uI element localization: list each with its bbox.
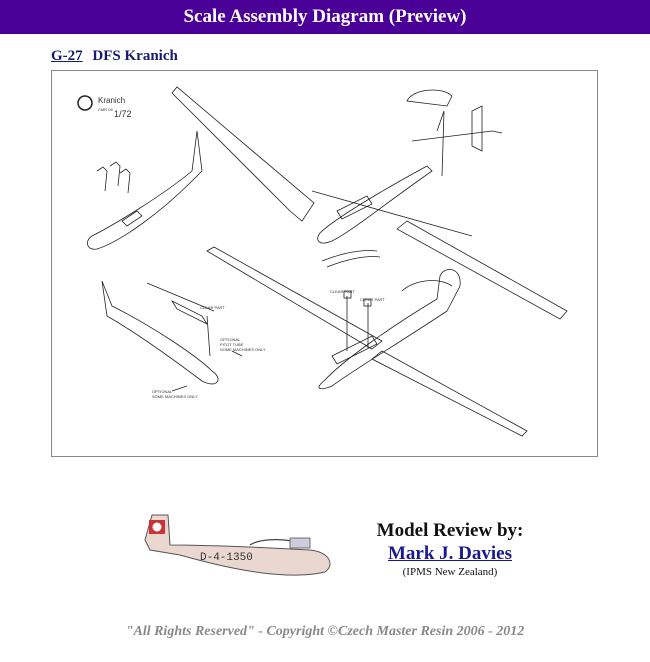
svg-text:1/72: 1/72 [114,109,132,119]
page-header: Scale Assembly Diagram (Preview) [0,0,650,34]
svg-text:OPTIONAL: OPTIONAL [152,389,173,394]
svg-text:CLEAR PART: CLEAR PART [330,289,355,294]
glider-registration: D-4-1350 [200,552,253,564]
reviewer-organization: (IPMS New Zealand) [402,566,498,578]
exploded-glider-top [171,86,568,320]
fuselage-bottom-left: CLEAR PART OPTIONAL PITOT TUBE SOME MACH… [101,280,266,399]
product-code-link[interactable]: G-27 [51,48,83,64]
glider-illustration: D-4-1350 [140,510,340,600]
reviewer-link[interactable]: Mark J. Davies [387,543,512,564]
copyright-footer: "All Rights Reserved" - Copyright ©Czech… [125,624,525,639]
svg-text:Kranich: Kranich [98,96,125,105]
assembly-diagram: Kranich CMR 05 1/72 [51,70,598,457]
review-credit: Model Review by: Mark J. Davies (IPMS Ne… [360,520,540,578]
fuselage-top-left [87,130,203,250]
product-name: DFS Kranich [92,48,178,64]
cmr-logo: Kranich CMR 05 1/72 [77,95,132,119]
svg-text:SOME MACHINES ONLY: SOME MACHINES ONLY [152,394,198,399]
product-title: G-27 DFS Kranich [51,48,178,65]
svg-text:CMR 05: CMR 05 [98,107,113,112]
header-title: Scale Assembly Diagram (Preview) [183,6,467,27]
assembled-glider: CLEAR PART CLEAR PART [206,246,528,437]
svg-text:SOME MACHINES ONLY: SOME MACHINES ONLY [220,347,266,352]
review-label: Model Review by: [376,520,524,541]
svg-text:CLEAR PART: CLEAR PART [360,297,385,302]
svg-text:CLEAR PART: CLEAR PART [200,305,225,310]
svg-text:OPTIONAL: OPTIONAL [220,337,241,342]
svg-text:PITOT TUBE: PITOT TUBE [220,342,244,347]
